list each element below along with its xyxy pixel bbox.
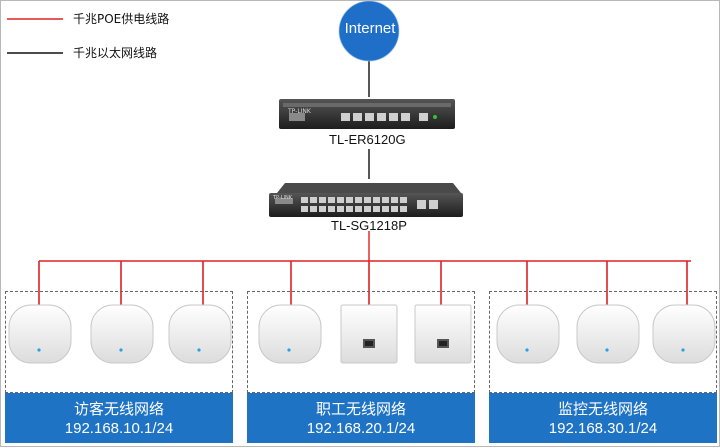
wall-panel-ap bbox=[414, 304, 472, 364]
internet-globe bbox=[339, 1, 399, 61]
group-name: 监控无线网络 bbox=[557, 400, 648, 418]
group-guest-bar: 访客无线网络 192.168.10.1/24 bbox=[5, 393, 233, 443]
switch-device bbox=[269, 183, 463, 217]
ceiling-ap bbox=[168, 304, 232, 364]
group-network: 192.168.30.1/24 bbox=[548, 420, 658, 437]
group-name: 访客无线网络 bbox=[73, 400, 164, 418]
router-model-label: TL-ER6120G bbox=[329, 132, 406, 147]
ceiling-ap bbox=[258, 304, 322, 364]
switch-model-label: TL-SG1218P bbox=[331, 218, 407, 233]
group-staff-frame bbox=[247, 291, 475, 393]
ceiling-ap bbox=[576, 304, 640, 364]
wall-panel-ap bbox=[340, 304, 398, 364]
router-brand-mark: TP-LINK bbox=[288, 108, 311, 115]
group-guest-frame bbox=[5, 291, 233, 393]
ceiling-ap bbox=[652, 304, 716, 364]
group-network: 192.168.20.1/24 bbox=[306, 420, 416, 437]
ceiling-ap bbox=[90, 304, 154, 364]
group-monitor-frame bbox=[489, 291, 717, 393]
group-staff-bar: 职工无线网络 192.168.20.1/24 bbox=[247, 393, 475, 443]
group-name: 职工无线网络 bbox=[315, 400, 406, 418]
switch-brand-mark: TP-LINK bbox=[273, 195, 293, 201]
poe-drops bbox=[38, 261, 688, 305]
ceiling-ap bbox=[496, 304, 560, 364]
internet-label: Internet bbox=[344, 20, 396, 37]
legend-poe-label: 千兆POE供电线路 bbox=[73, 12, 170, 26]
legend-eth-label: 千兆以太网线路 bbox=[73, 46, 158, 60]
group-network: 192.168.10.1/24 bbox=[64, 420, 174, 437]
router-device bbox=[279, 99, 455, 129]
ceiling-ap bbox=[8, 304, 72, 364]
group-monitor-bar: 监控无线网络 192.168.30.1/24 bbox=[489, 393, 717, 443]
